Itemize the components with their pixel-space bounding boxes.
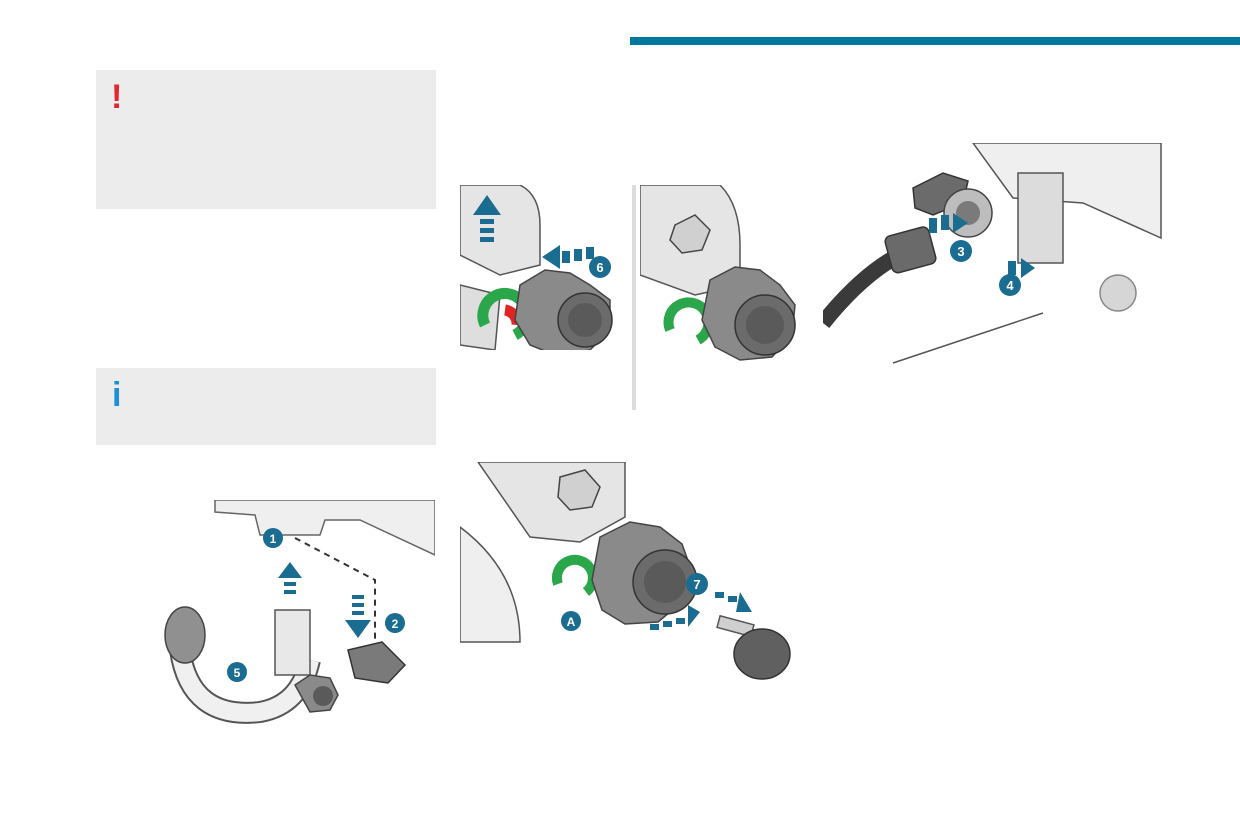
step-marker: 2 — [385, 613, 405, 633]
step-marker: 3 — [950, 240, 972, 262]
svg-text:1: 1 — [270, 532, 277, 546]
step-marker: 7 — [686, 573, 708, 595]
svg-text:3: 3 — [957, 244, 964, 259]
figure-lock-release: 6 — [460, 185, 613, 350]
header-accent-bar — [630, 37, 1240, 45]
insert-up-arrow-icon — [278, 562, 302, 594]
warning-note-box: ! — [96, 70, 436, 209]
tow-ball-drawing — [164, 606, 321, 724]
lock-knob-drawing — [701, 266, 796, 361]
cap-part-drawing — [347, 641, 407, 684]
protective-cap-drawing — [716, 614, 791, 680]
tow-bar-frame-drawing — [972, 143, 1162, 264]
figure-ball-fitting: 1 2 5 — [164, 500, 435, 724]
svg-text:2: 2 — [392, 617, 399, 631]
lock-green-indicator — [551, 554, 598, 596]
safety-cable-line — [892, 312, 1044, 364]
remove-arrow-icon — [715, 592, 752, 612]
dashed-guide-line — [294, 537, 376, 650]
insert-arrow-icon — [650, 605, 700, 630]
svg-text:7: 7 — [693, 577, 700, 592]
figure-electrical-socket: 3 4 — [823, 143, 1162, 364]
step-marker: A — [561, 611, 581, 631]
plug-in-arrow-icon — [929, 213, 968, 233]
lock-knob-drawing — [514, 269, 613, 350]
figure-divider — [632, 185, 636, 410]
bolt-head-drawing — [669, 214, 711, 254]
svg-text:5: 5 — [234, 666, 241, 680]
cable-plug-drawing — [823, 226, 937, 328]
svg-text:A: A — [567, 615, 576, 629]
warning-exclamation-icon: ! — [111, 78, 123, 116]
figure-lock-ok — [640, 185, 796, 361]
step-marker: 5 — [227, 662, 247, 682]
info-icon: i — [112, 376, 122, 414]
info-note-box: i — [96, 368, 436, 445]
bolt-head-drawing — [557, 469, 601, 511]
step-marker: 1 — [263, 528, 283, 548]
pull-up-arrow-icon — [473, 195, 501, 242]
step-marker: 4 — [999, 274, 1021, 296]
socket-drawing — [912, 172, 993, 238]
turn-left-arrow-icon — [542, 245, 594, 269]
insert-arrow-icon — [1008, 258, 1035, 278]
svg-text:6: 6 — [596, 260, 603, 275]
lock-knob-drawing — [591, 521, 698, 625]
vehicle-bracket-drawing — [214, 500, 435, 556]
lock-knob-drawing — [294, 674, 339, 713]
step-marker: 6 — [589, 256, 611, 278]
svg-text:4: 4 — [1006, 278, 1014, 293]
lock-knob-drawing — [1099, 274, 1137, 312]
push-down-arrow-icon — [345, 595, 371, 638]
figure-protective-cap: A 7 — [460, 462, 791, 680]
